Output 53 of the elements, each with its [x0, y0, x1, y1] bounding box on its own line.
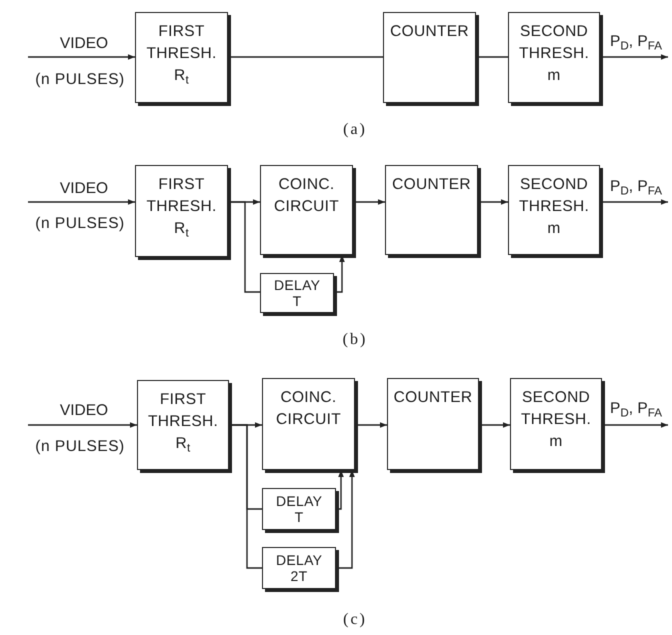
arrow [355, 422, 387, 428]
signal-label: (n PULSES) [35, 71, 125, 89]
process-box [135, 12, 228, 103]
signal-label: P$_{D}$, P$_{FA}$ [609, 178, 663, 196]
arrow [600, 199, 668, 205]
block-label: FIRST THRESH. R$_{t}$ [148, 390, 218, 455]
block-label: SECOND THRESH. m [518, 175, 590, 239]
arrow [28, 422, 137, 428]
block-label: DELAY T [276, 493, 322, 525]
signal-label: (n PULSES) [35, 215, 125, 233]
arrow [353, 199, 385, 205]
block-label: COUNTER [394, 388, 472, 408]
process-box [135, 165, 228, 257]
block-label: FIRST THRESH. R$_{t}$ [146, 22, 217, 87]
block-label: COUNTER [390, 22, 469, 42]
connector-line [228, 201, 260, 293]
process-box [260, 273, 334, 313]
signal-label: P$_{D}$, P$_{FA}$ [609, 400, 663, 418]
process-box [262, 547, 336, 589]
process-box [383, 12, 476, 103]
process-box [260, 165, 353, 255]
process-box [508, 12, 600, 103]
block-label: FIRST THRESH. R$_{t}$ [146, 175, 217, 240]
figure-caption: (b) [342, 331, 368, 349]
block-label: DELAY T [274, 277, 320, 309]
connector-line [229, 424, 262, 569]
block-label: COUNTER [392, 175, 471, 195]
arrow [28, 54, 135, 60]
arrow [28, 199, 135, 205]
block-label: DELAY 2T [276, 552, 322, 584]
block-label: SECOND THRESH. m [518, 22, 590, 86]
arrow [600, 54, 668, 60]
connector-line [228, 56, 383, 58]
signal-label: P$_{D}$, P$_{FA}$ [609, 33, 663, 51]
arrow [602, 422, 668, 428]
connector-line [476, 56, 508, 58]
figure-caption: (a) [343, 121, 367, 139]
process-box [262, 378, 355, 470]
block-label: COINC. CIRCUIT [274, 175, 339, 217]
arrow [334, 255, 345, 293]
arrow [479, 422, 510, 428]
process-box [510, 378, 602, 470]
signal-label: (n PULSES) [35, 438, 125, 456]
figure-caption: (c) [343, 611, 367, 629]
block-label: COINC. CIRCUIT [276, 388, 341, 430]
process-box [387, 378, 479, 470]
arrow [336, 470, 355, 569]
process-box [137, 380, 229, 470]
arrow [478, 199, 508, 205]
block-label: SECOND THRESH. m [520, 388, 592, 452]
process-box [508, 165, 600, 255]
process-box [262, 488, 336, 530]
process-box [385, 165, 478, 255]
